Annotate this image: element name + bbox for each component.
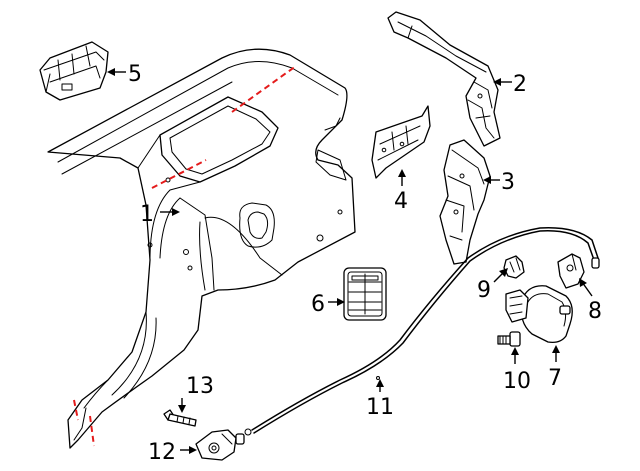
callout-13: 13 [186,374,214,399]
callout-3: 3 [501,170,515,195]
callout-1: 1 [140,202,154,227]
lock-actuator-bracket [557,253,585,289]
roof-rail-bracket [39,41,109,101]
leader-lines [107,68,593,454]
callout-11: 11 [366,395,394,420]
quarter-panel [47,48,356,449]
callout-12: 12 [148,440,176,465]
fuel-door [505,285,573,344]
callout-4: 4 [394,189,408,214]
screw [497,331,521,347]
callout-7: 7 [548,366,562,391]
callout-5: 5 [128,62,142,87]
upper-inner-bracket [387,11,501,147]
callout-2: 2 [513,72,527,97]
clip [503,255,525,279]
cut-lines [73,65,297,447]
callout-6: 6 [311,292,325,317]
bolt [163,409,197,427]
brace-panel [371,105,431,179]
inner-panel-bracket [439,139,491,265]
callout-8: 8 [588,299,602,324]
callout-10: 10 [503,369,531,394]
lock-actuator [195,429,245,461]
pressure-vent [343,267,387,321]
callout-labels: 1 5 2 3 4 6 7 8 9 10 11 12 13 [128,62,602,465]
callout-9: 9 [477,278,491,303]
fuel-door-release-cable [244,227,600,436]
